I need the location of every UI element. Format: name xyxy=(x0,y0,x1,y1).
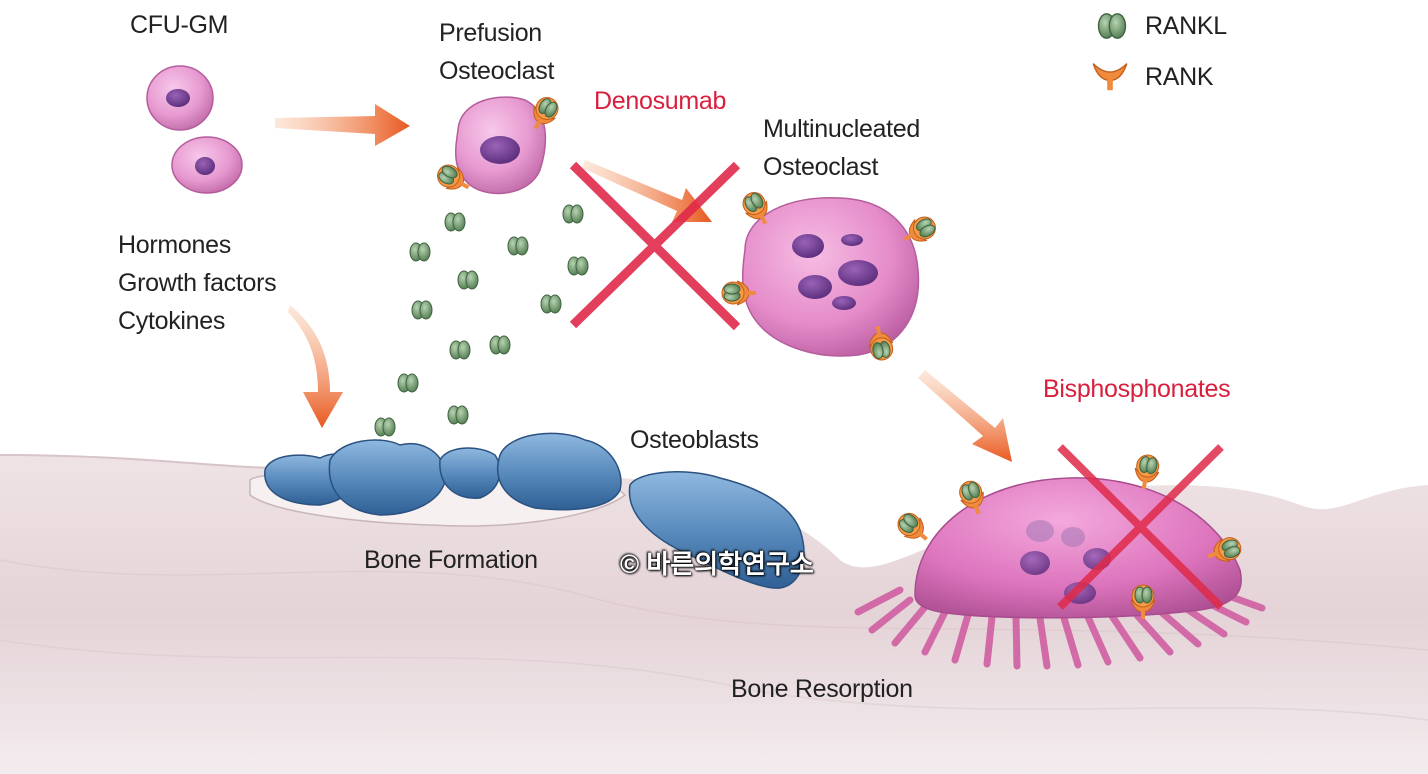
label-bone-formation: Bone Formation xyxy=(364,546,538,574)
label-cytokines: Cytokines xyxy=(118,307,226,335)
label-multinucleated-line2: Osteoclast xyxy=(763,153,879,181)
label-prefusion-line1: Prefusion xyxy=(439,19,542,47)
prefusion-osteoclast xyxy=(433,93,563,198)
arrow-to-resorbing xyxy=(918,370,1012,462)
label-prefusion-line2: Osteoclast xyxy=(439,57,555,85)
label-osteoblasts: Osteoblasts xyxy=(630,426,759,454)
rankl-molecules xyxy=(374,204,589,437)
arrow-to-osteoblasts xyxy=(288,305,343,428)
osteoblasts-group xyxy=(264,432,805,589)
denosumab-block-x xyxy=(569,161,741,331)
label-multinucleated-line1: Multinucleated xyxy=(763,115,921,143)
watermark-copyright: © 바른의학연구소 xyxy=(620,549,814,579)
arrow-to-prefusion xyxy=(275,104,410,146)
legend-rank-label: RANK xyxy=(1145,63,1214,91)
legend-rankl-icon xyxy=(1097,13,1127,39)
label-denosumab: Denosumab xyxy=(594,87,727,115)
label-bisphosphonates: Bisphosphonates xyxy=(1043,375,1231,403)
label-growth-factors: Growth factors xyxy=(118,269,277,297)
bisphosphonates-block-x xyxy=(1057,444,1224,610)
cfu-gm-cells xyxy=(146,65,243,194)
legend-rankl-label: RANKL xyxy=(1145,12,1227,40)
legend-rank-icon xyxy=(1092,62,1128,91)
label-hormones: Hormones xyxy=(118,231,231,259)
label-bone-resorption: Bone Resorption xyxy=(731,675,913,703)
arrow-to-multinucleated xyxy=(582,160,712,222)
label-cfu-gm: CFU-GM xyxy=(130,11,229,39)
multinucleated-osteoclast xyxy=(722,188,940,362)
